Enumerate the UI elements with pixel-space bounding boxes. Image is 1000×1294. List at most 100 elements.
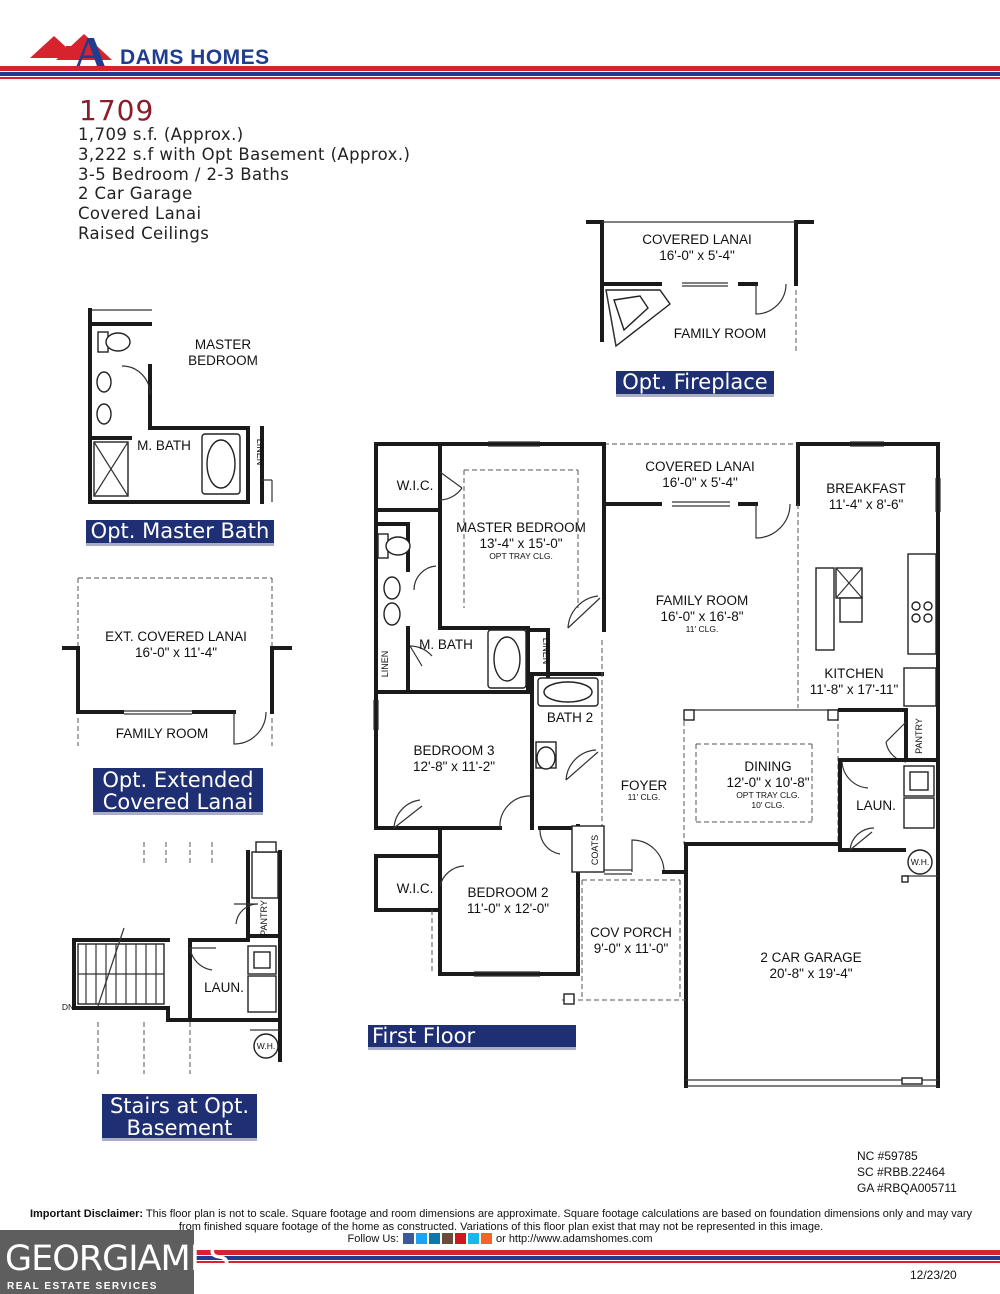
spec-line: 2 Car Garage xyxy=(78,184,193,204)
ff-lanai-size: 16'-0" x 5'-4" xyxy=(662,475,738,490)
footer-stripe-red xyxy=(0,1250,1000,1255)
disclaimer-text: This floor plan is not to scale. Square … xyxy=(143,1208,973,1233)
ff-coats: COATS xyxy=(590,835,600,865)
ext-lanai-size: 16'-0" x 11'-4" xyxy=(135,645,217,660)
banner-text: Opt. Master Bath xyxy=(90,519,270,543)
fp-lanai-name: COVERED LANAI xyxy=(642,232,752,247)
linkedin-icon[interactable] xyxy=(428,1233,440,1244)
ff-bedroom2-size: 11'-0" x 12'-0" xyxy=(467,901,549,916)
mb-master-1: MASTER xyxy=(195,337,252,352)
facebook-icon[interactable] xyxy=(402,1233,414,1244)
spec-line: 3,222 s.f with Opt Basement (Approx.) xyxy=(78,144,411,164)
ff-mbath: M. BATH xyxy=(419,637,473,652)
opt-fireplace-plan: COVERED LANAI 16'-0" x 5'-4" FAMILY ROOM xyxy=(586,220,814,352)
twitter-icon[interactable] xyxy=(415,1233,427,1244)
plan-date: 12/23/20 xyxy=(910,1268,957,1282)
follow-us-row: Follow Us: or http://www.adamshomes.com xyxy=(0,1233,1000,1245)
disclaimer-label: Important Disclaimer: xyxy=(29,1208,144,1220)
banner-first-floor: First Floor xyxy=(368,1025,576,1050)
banner-opt-stairs: Stairs at Opt. Basement xyxy=(102,1094,257,1141)
ff-laundry: LAUN. xyxy=(856,798,896,813)
ff-garage-size: 20'-8" x 19'-4" xyxy=(769,966,852,981)
plan-specs: 1,709 s.f. (Approx.) 3,222 s.f with Opt … xyxy=(78,125,410,244)
st-pantry: PANTRY xyxy=(259,900,269,936)
footer-stripe-red-thin xyxy=(0,1261,1000,1263)
spec-line: Covered Lanai xyxy=(78,204,202,224)
ff-family-room: FAMILY ROOM xyxy=(656,593,749,608)
banner-text: Covered Lanai xyxy=(102,790,254,814)
watermark-line1: GEORGIAMLS xyxy=(5,1239,230,1279)
first-floor-plan: W.I.C. MASTER BEDROOM 13'-4" x 15'-0" OP… xyxy=(373,441,941,1088)
banner-text: Basement xyxy=(126,1116,233,1140)
ff-kitchen: KITCHEN xyxy=(824,666,883,681)
opt-ext-lanai-plan: EXT. COVERED LANAI 16'-0" x 11'-4" FAMIL… xyxy=(62,577,292,746)
footer-stripe-navy xyxy=(0,1256,1000,1260)
ff-breakfast-size: 11'-4" x 8'-6" xyxy=(829,497,904,512)
ff-family-size: 16'-0" x 16'-8" xyxy=(660,609,743,624)
banner-opt-ext-lanai: Opt. Extended Covered Lanai xyxy=(93,768,263,815)
st-down: DN xyxy=(62,1002,74,1012)
fireplace-icon xyxy=(605,289,671,348)
ff-dining-note1: OPT TRAY CLG. xyxy=(736,790,800,800)
ext-lanai-name: EXT. COVERED LANAI xyxy=(105,629,247,644)
banner-text: Opt. Fireplace xyxy=(622,370,768,394)
banner-text: First Floor xyxy=(372,1024,476,1048)
ff-bedroom2: BEDROOM 2 xyxy=(467,885,548,900)
ff-linen-1: LINEN xyxy=(380,651,390,678)
brand-name: DAMS HOMES xyxy=(120,46,270,69)
fp-family-room: FAMILY ROOM xyxy=(674,326,767,341)
mb-master-2: BEDROOM xyxy=(188,353,258,368)
ff-foyer-note: 11' CLG. xyxy=(628,792,661,802)
ff-dining-size: 12'-0" x 10'-8" xyxy=(726,775,809,790)
spec-line: 1,709 s.f. (Approx.) xyxy=(78,125,244,144)
ff-foyer: FOYER xyxy=(621,778,668,793)
vimeo-icon[interactable] xyxy=(467,1233,479,1244)
mb-bath: M. BATH xyxy=(137,438,191,453)
ff-master-name: MASTER BEDROOM xyxy=(456,520,586,535)
header-stripe-navy xyxy=(0,72,1000,76)
ff-bath2: BATH 2 xyxy=(547,710,593,725)
instagram-icon[interactable] xyxy=(441,1233,453,1244)
banner-text: Stairs at Opt. xyxy=(109,1094,250,1118)
ff-kitchen-size: 11'-8" x 17'-11" xyxy=(810,682,899,697)
ff-master-note: OPT TRAY CLG. xyxy=(489,551,553,561)
ff-cov-porch-size: 9'-0" x 11'-0" xyxy=(594,941,669,956)
ff-bedroom3: BEDROOM 3 xyxy=(413,743,494,758)
website-link[interactable]: or http://www.adamshomes.com xyxy=(492,1233,653,1245)
ff-garage: 2 CAR GARAGE xyxy=(760,950,861,965)
banner-opt-fireplace: Opt. Fireplace xyxy=(616,371,774,397)
house-roof-icon xyxy=(30,34,112,60)
st-water-heater: W.H. xyxy=(257,1041,275,1051)
mb-linen: LINEN xyxy=(255,439,265,466)
banner-opt-master-bath: Opt. Master Bath xyxy=(86,520,274,546)
ff-wic-bed2: W.I.C. xyxy=(397,881,434,896)
ff-breakfast: BREAKFAST xyxy=(826,481,906,496)
ff-linen-2: LINEN xyxy=(541,638,551,665)
ff-wic-master: W.I.C. xyxy=(397,478,434,493)
follow-label: Follow Us: xyxy=(347,1233,399,1245)
ff-family-note: 11' CLG. xyxy=(686,624,719,634)
spec-line: Raised Ceilings xyxy=(78,223,210,243)
opt-stairs-plan: PANTRY LAUN. W.H. DN xyxy=(62,841,282,1074)
license-sc: SC #RBB.22464 xyxy=(857,1165,946,1179)
ff-pantry: PANTRY xyxy=(914,718,924,754)
banner-text: Opt. Extended xyxy=(102,768,254,792)
header-stripe-red xyxy=(0,66,1000,71)
header-stripe-red-thin xyxy=(0,77,1000,79)
ff-dining: DINING xyxy=(744,759,791,774)
rss-icon[interactable] xyxy=(480,1233,492,1244)
ff-bedroom3-size: 12'-8" x 11'-2" xyxy=(413,759,495,774)
youtube-icon[interactable] xyxy=(454,1233,466,1244)
opt-master-bath-plan: MASTER BEDROOM M. BATH LINEN xyxy=(88,308,273,504)
ff-master-size: 13'-4" x 15'-0" xyxy=(479,536,562,551)
license-nc: NC #59785 xyxy=(857,1149,918,1163)
fp-lanai-size: 16'-0" x 5'-4" xyxy=(659,248,735,263)
license-numbers: NC #59785 SC #RBB.22464 GA #RBQA005711 xyxy=(857,1148,957,1196)
georgia-mls-watermark: GEORGIAMLS REAL ESTATE SERVICES xyxy=(0,1230,230,1294)
license-ga: GA #RBQA005711 xyxy=(857,1181,957,1195)
watermark-line2: REAL ESTATE SERVICES xyxy=(7,1281,158,1292)
spec-line: 3-5 Bedroom / 2-3 Baths xyxy=(78,164,290,184)
stairs-icon xyxy=(77,927,165,1007)
ff-lanai-name: COVERED LANAI xyxy=(645,459,755,474)
